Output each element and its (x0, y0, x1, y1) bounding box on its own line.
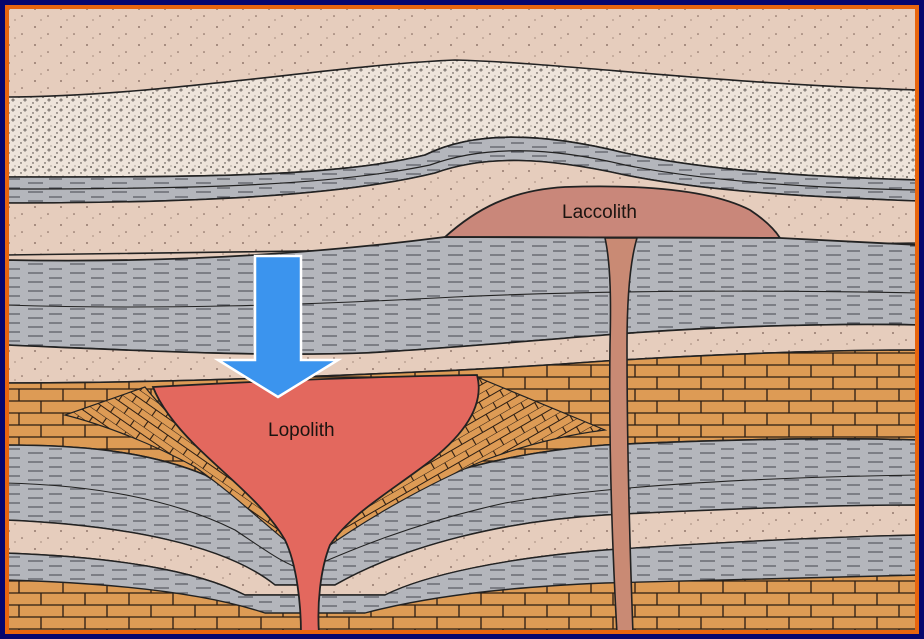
geology-cross-section: Laccolith Lopolith (5, 5, 919, 634)
laccolith-label: Laccolith (562, 202, 637, 223)
diagram-frame: Laccolith Lopolith (5, 5, 919, 634)
lopolith-label: Lopolith (268, 420, 335, 441)
